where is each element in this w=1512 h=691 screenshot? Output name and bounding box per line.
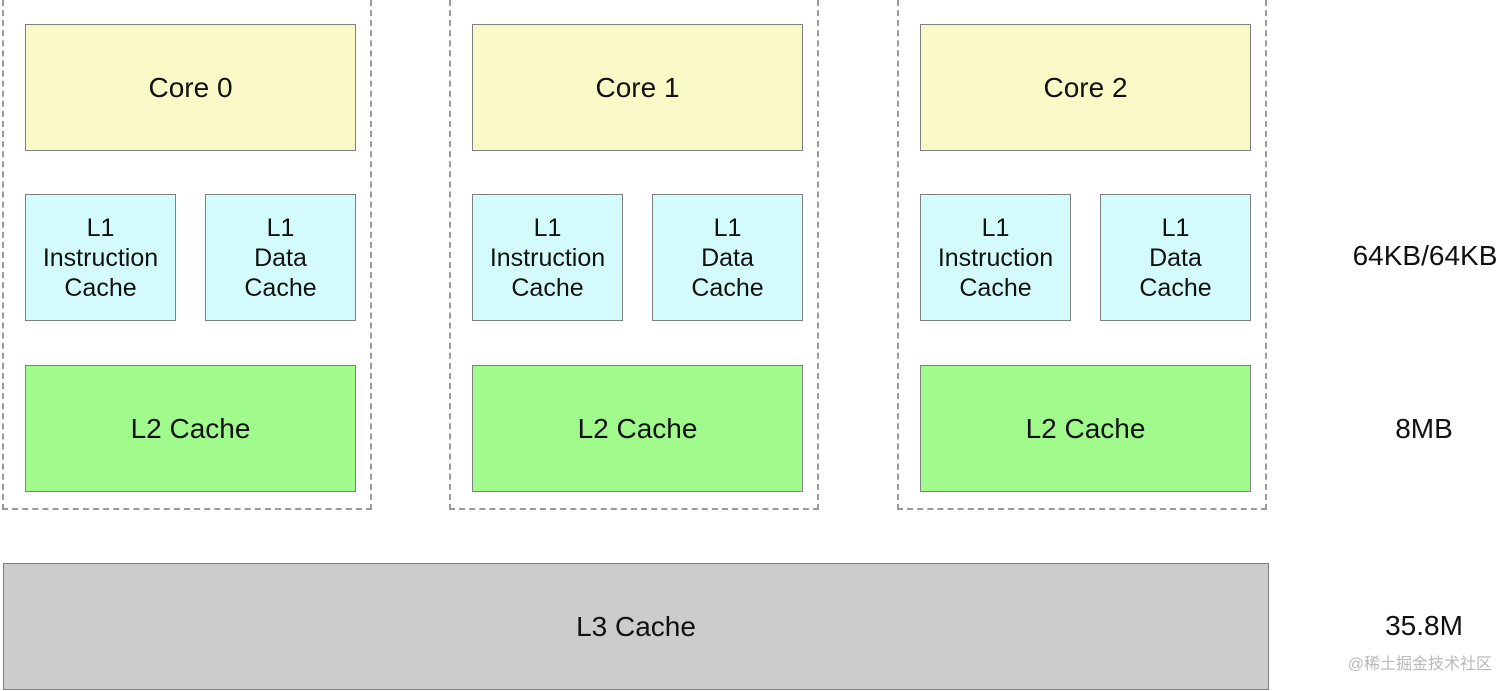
l2-label: L2 Cache (130, 412, 251, 444)
l2-label: L2 Cache (1025, 412, 1146, 444)
l3-label: L3 Cache (576, 610, 696, 642)
core-label: Core 0 (148, 71, 233, 103)
core-box: Core 0 (25, 24, 356, 151)
l1-instruction-cache: L1 Instruction Cache (25, 194, 176, 321)
core-label: Core 2 (1043, 71, 1128, 103)
l2-cache: L2 Cache (25, 365, 356, 492)
l1-data-cache: L1 Data Cache (1100, 194, 1251, 321)
l2-cache: L2 Cache (472, 365, 803, 492)
l3-size-label: 35.8M (1385, 610, 1463, 641)
l1-data-label: L1 Data Cache (1139, 213, 1212, 302)
core-box: Core 2 (920, 24, 1251, 151)
l2-size-label: 8MB (1395, 413, 1453, 444)
l1-instruction-label: L1 Instruction Cache (42, 213, 159, 302)
l1-instruction-cache: L1 Instruction Cache (472, 194, 623, 321)
l1-data-cache: L1 Data Cache (652, 194, 803, 321)
watermark: @稀土掘金技术社区 (1347, 656, 1492, 673)
core-group-1: Core 1 L1 Instruction Cache L1 Data Cach… (449, 0, 819, 510)
l1-instruction-label: L1 Instruction Cache (489, 213, 606, 302)
l1-data-label: L1 Data Cache (691, 213, 764, 302)
core-box: Core 1 (472, 24, 803, 151)
l1-size-label: 64KB/64KB (1352, 240, 1498, 271)
l1-instruction-cache: L1 Instruction Cache (920, 194, 1071, 321)
l1-instruction-label: L1 Instruction Cache (937, 213, 1054, 302)
l2-cache: L2 Cache (920, 365, 1251, 492)
l1-data-cache: L1 Data Cache (205, 194, 356, 321)
core-group-0: Core 0 L1 Instruction Cache L1 Data Cach… (2, 0, 372, 510)
l1-data-label: L1 Data Cache (244, 213, 317, 302)
l3-cache: L3 Cache (3, 563, 1269, 690)
l2-label: L2 Cache (577, 412, 698, 444)
core-label: Core 1 (595, 71, 680, 103)
core-group-2: Core 2 L1 Instruction Cache L1 Data Cach… (897, 0, 1267, 510)
